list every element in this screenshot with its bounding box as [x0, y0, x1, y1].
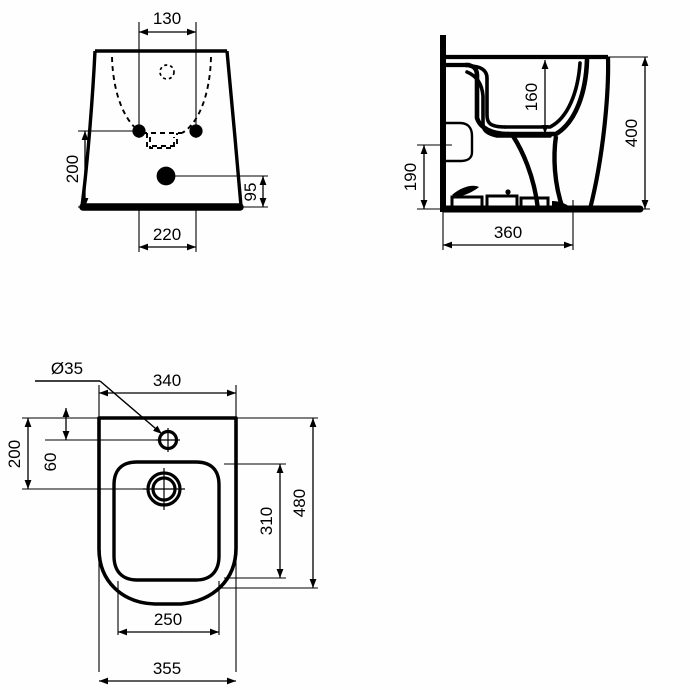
- front-dim-130-label: 130: [153, 9, 181, 28]
- front-bowl-hidden-contour: [111, 56, 212, 149]
- plan-dim-480: 480: [290, 418, 317, 588]
- side-dim-400: 400: [622, 57, 649, 209]
- front-fixing-hole-right: [189, 124, 203, 138]
- front-dim-220-label: 220: [153, 225, 181, 244]
- front-dim-130: 130: [139, 9, 196, 36]
- side-section-view: 160 400 190 360: [401, 35, 650, 250]
- side-dim-400-label: 400: [622, 119, 641, 147]
- plan-dim-60: 60: [41, 408, 70, 472]
- plan-dim-310: 310: [257, 464, 284, 578]
- side-dim-190-label: 190: [401, 163, 420, 191]
- plan-dim-250: 250: [118, 610, 219, 636]
- plan-dim-60-label: 60: [41, 453, 60, 472]
- plan-tap-hole: [156, 428, 180, 452]
- plan-inner-bowl-outline: [112, 460, 221, 582]
- top-plan-view: Ø35 340 200 60 310 480 250: [5, 359, 318, 685]
- front-dim-200: 200: [63, 131, 89, 207]
- front-dim-220: 220: [139, 225, 196, 251]
- side-pedestal-profile: [511, 134, 566, 210]
- plan-dim-355-label: 355: [153, 659, 181, 678]
- front-waste-hole: [156, 166, 176, 186]
- plan-waste-outlet: [143, 468, 185, 510]
- side-dim-360: 360: [443, 223, 573, 249]
- plan-dim-200: 200: [5, 418, 32, 489]
- side-inner-bowl-profile: [465, 61, 582, 138]
- plan-dim-480-label: 480: [290, 489, 309, 517]
- side-dim-160: 160: [522, 60, 549, 134]
- plan-dim-310-label: 310: [257, 507, 276, 535]
- side-wall-connector: [446, 121, 474, 163]
- side-dim-160-label: 160: [522, 83, 541, 111]
- front-dim-95: 95: [241, 176, 267, 207]
- plan-dim-340: 340: [99, 371, 236, 397]
- plan-d35-label: Ø35: [51, 359, 83, 378]
- front-top-hole-hidden: [159, 64, 175, 80]
- plan-outer-outline: [97, 416, 238, 606]
- side-dim-360-label: 360: [494, 223, 522, 242]
- plan-dim-340-label: 340: [153, 371, 181, 390]
- plan-dim-355: 355: [99, 659, 236, 685]
- front-dim-95-label: 95: [241, 183, 260, 202]
- front-fixing-hole-left: [132, 124, 146, 138]
- front-dim-200-label: 200: [63, 155, 82, 183]
- plan-dim-200-label: 200: [5, 440, 24, 468]
- plan-dim-250-label: 250: [154, 610, 182, 629]
- front-elevation-view: 130 200 95 220: [63, 9, 268, 252]
- side-dim-190: 190: [401, 145, 428, 209]
